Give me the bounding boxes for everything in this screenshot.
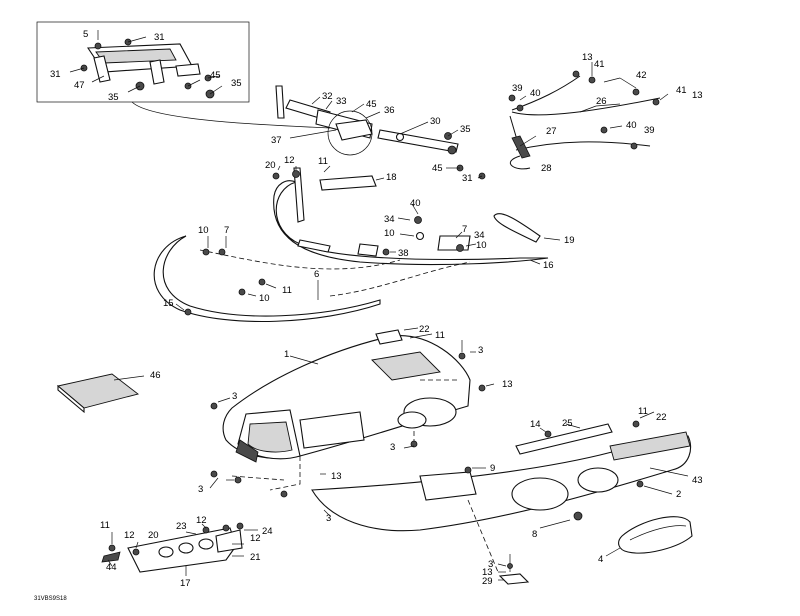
callout-14: 14 bbox=[530, 419, 541, 430]
callout-12: 12 bbox=[124, 530, 135, 541]
callout-28: 28 bbox=[541, 163, 552, 174]
callout-39: 39 bbox=[512, 83, 523, 94]
callout-34: 34 bbox=[384, 214, 395, 225]
callout-22: 22 bbox=[656, 412, 667, 423]
callout-22: 22 bbox=[419, 324, 430, 335]
skid-4 bbox=[605, 516, 693, 557]
callout-13: 13 bbox=[482, 567, 493, 578]
callout-24: 24 bbox=[262, 526, 273, 537]
callout-15: 15 bbox=[163, 298, 174, 309]
callout-40: 40 bbox=[530, 88, 541, 99]
strip-19 bbox=[493, 213, 561, 243]
callout-34: 34 bbox=[474, 230, 485, 241]
callout-38: 38 bbox=[398, 248, 409, 259]
callout-3: 3 bbox=[488, 559, 493, 570]
callout-11: 11 bbox=[435, 330, 445, 341]
callout-5: 5 bbox=[83, 29, 88, 40]
callout-35: 35 bbox=[460, 124, 471, 135]
foam-pad-46 bbox=[57, 373, 145, 414]
callout-13: 13 bbox=[331, 471, 342, 482]
callout-6: 6 bbox=[314, 269, 319, 280]
callout-12: 12 bbox=[284, 155, 295, 166]
callout-4: 4 bbox=[598, 554, 603, 565]
callout-13: 13 bbox=[502, 379, 513, 390]
upper-frame bbox=[272, 165, 549, 266]
callout-33: 33 bbox=[336, 96, 347, 107]
callout-3: 3 bbox=[390, 442, 395, 453]
callout-13: 13 bbox=[692, 90, 703, 101]
callout-10: 10 bbox=[259, 293, 270, 304]
callout-7: 7 bbox=[224, 225, 229, 236]
callout-1: 1 bbox=[284, 349, 289, 360]
hood-1 bbox=[209, 327, 495, 498]
callout-18: 18 bbox=[386, 172, 397, 183]
callout-45: 45 bbox=[210, 70, 221, 81]
callout-8: 8 bbox=[532, 529, 537, 540]
callout-40: 40 bbox=[626, 120, 637, 131]
callout-9: 9 bbox=[490, 463, 495, 474]
callout-42: 42 bbox=[636, 70, 647, 81]
bumper-6 bbox=[153, 235, 471, 322]
callout-41: 41 bbox=[676, 85, 687, 96]
callout-40: 40 bbox=[410, 198, 421, 209]
callout-labels: 5 31 31 47 45 35 35 32 33 45 36 37 30 35… bbox=[50, 29, 703, 589]
callout-27: 27 bbox=[546, 126, 557, 137]
callout-2: 2 bbox=[676, 489, 681, 500]
callout-45: 45 bbox=[366, 99, 377, 110]
callout-10: 10 bbox=[198, 225, 209, 236]
callout-46: 46 bbox=[150, 370, 161, 381]
callout-31: 31 bbox=[154, 32, 165, 43]
callout-21: 21 bbox=[250, 552, 261, 563]
callout-36: 36 bbox=[384, 105, 395, 116]
drawing-code: 31VBS9S18 bbox=[34, 596, 67, 602]
callout-43: 43 bbox=[692, 475, 703, 486]
callout-30: 30 bbox=[430, 116, 441, 127]
callout-37: 37 bbox=[271, 135, 282, 146]
callout-20: 20 bbox=[265, 160, 276, 171]
callout-11: 11 bbox=[638, 406, 648, 417]
callout-31: 31 bbox=[50, 69, 61, 80]
callout-25: 25 bbox=[562, 418, 573, 429]
callout-13: 13 bbox=[582, 52, 593, 63]
callout-3: 3 bbox=[198, 484, 203, 495]
callout-32: 32 bbox=[322, 91, 333, 102]
callout-12: 12 bbox=[196, 515, 207, 526]
detail-inset bbox=[36, 21, 331, 129]
callout-41: 41 bbox=[594, 59, 605, 70]
callout-31: 31 bbox=[462, 173, 473, 184]
cable-assembly bbox=[508, 62, 669, 170]
callout-44: 44 bbox=[106, 562, 117, 573]
callout-35: 35 bbox=[231, 78, 242, 89]
callout-10: 10 bbox=[476, 240, 487, 251]
callout-20: 20 bbox=[148, 530, 159, 541]
callout-10: 10 bbox=[384, 228, 395, 239]
callout-12: 12 bbox=[250, 533, 261, 544]
callout-29: 29 bbox=[482, 576, 493, 587]
callout-26: 26 bbox=[596, 96, 607, 107]
bar-25 bbox=[515, 411, 655, 455]
callout-11: 11 bbox=[100, 520, 110, 531]
hinge-rod-assembly bbox=[275, 85, 486, 180]
callout-45: 45 bbox=[432, 163, 443, 174]
callout-3: 3 bbox=[326, 513, 331, 524]
callout-7: 7 bbox=[462, 224, 467, 235]
callout-23: 23 bbox=[176, 521, 187, 532]
clip-29 bbox=[497, 554, 530, 585]
callout-39: 39 bbox=[644, 125, 655, 136]
belly-pan bbox=[311, 431, 692, 573]
bracket-17 bbox=[101, 522, 258, 576]
callout-47: 47 bbox=[74, 80, 85, 91]
callout-17: 17 bbox=[180, 578, 191, 589]
callout-19: 19 bbox=[564, 235, 575, 246]
callout-35: 35 bbox=[108, 92, 119, 103]
callout-11: 11 bbox=[318, 156, 328, 167]
callout-11: 11 bbox=[282, 285, 292, 296]
callout-3: 3 bbox=[232, 391, 237, 402]
callout-16: 16 bbox=[543, 260, 554, 271]
callout-3: 3 bbox=[478, 345, 483, 356]
